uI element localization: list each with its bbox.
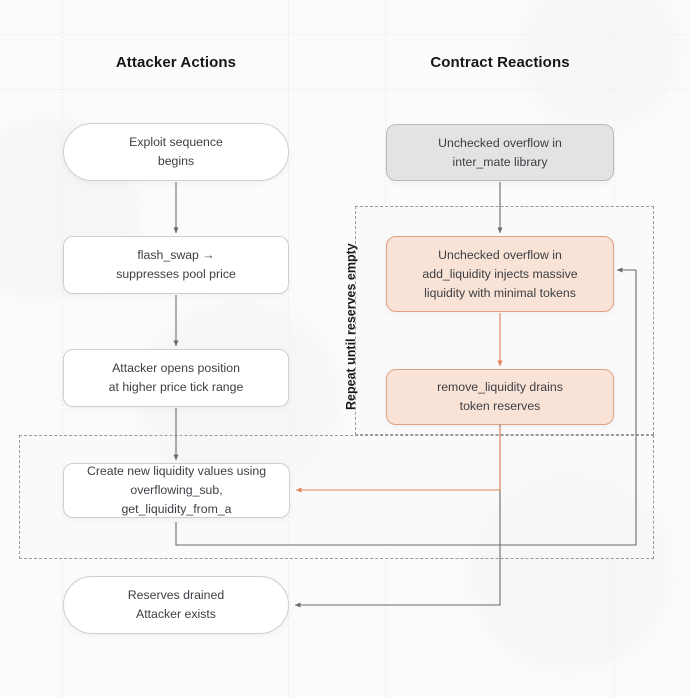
- node-line: add_liquidity injects massive: [422, 266, 578, 281]
- node-line: Unchecked overflow in: [438, 247, 562, 262]
- node-line: liquidity with minimal tokens: [424, 285, 576, 300]
- node-add-liquidity-overflow[interactable]: Unchecked overflow in add_liquidity inje…: [386, 236, 614, 312]
- node-line: suppresses pool price: [116, 267, 236, 281]
- node-line: inter_mate library: [452, 154, 548, 169]
- node-open-position[interactable]: Attacker opens position at higher price …: [63, 349, 289, 407]
- node-line: token reserves: [459, 399, 541, 413]
- column-title-attacker: Attacker Actions: [115, 54, 237, 71]
- node-remove-liquidity-drains[interactable]: remove_liquidity drains token reserves: [386, 369, 614, 425]
- node-line: Reserves drained: [127, 588, 225, 602]
- node-line: at higher price tick range: [108, 380, 244, 394]
- node-exploit-start[interactable]: Exploit sequence begins: [63, 123, 289, 181]
- column-title-contract: Contract Reactions: [430, 54, 570, 71]
- background-watermark: [520, 0, 680, 130]
- node-line: begins: [157, 154, 195, 168]
- node-line: overflowing_sub, get_liquidity_from_a: [121, 483, 232, 516]
- node-create-liquidity[interactable]: Create new liquidity values using overfl…: [63, 463, 290, 518]
- node-line: Unchecked overflow in: [438, 135, 562, 150]
- loop-label-repeat: Repeat until reserves empty: [344, 243, 358, 410]
- node-unchecked-overflow-library[interactable]: Unchecked overflow in inter_mate library: [386, 124, 614, 181]
- node-line: remove_liquidity drains: [437, 380, 563, 394]
- node-line: Attacker exists: [136, 607, 216, 621]
- node-line: flash_swap →: [137, 248, 215, 262]
- node-line: Attacker opens position: [112, 361, 240, 375]
- node-line: Create new liquidity values using: [86, 464, 267, 478]
- node-line: Exploit sequence: [129, 135, 223, 149]
- node-reserves-drained[interactable]: Reserves drained Attacker exists: [63, 576, 289, 634]
- node-flash-swap[interactable]: flash_swap → suppresses pool price: [63, 236, 289, 294]
